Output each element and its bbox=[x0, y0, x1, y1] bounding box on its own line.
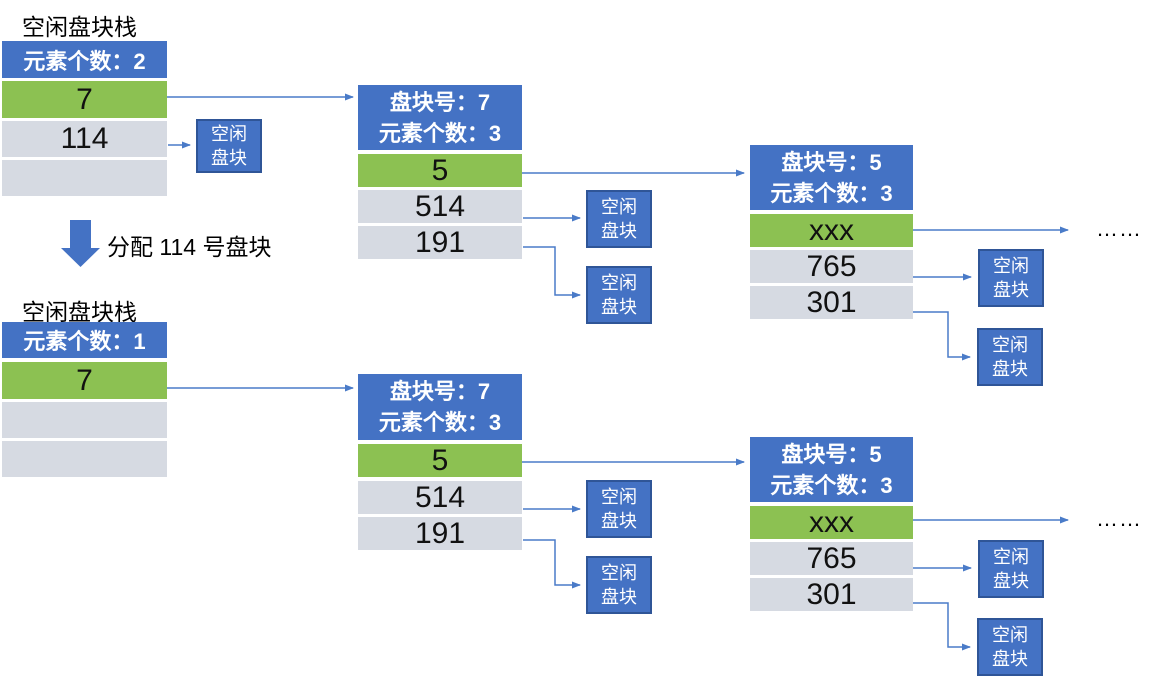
block5-row-bottom-2: 301 bbox=[750, 578, 913, 611]
stack-count-header-top: 元素个数：2 bbox=[2, 41, 167, 78]
free-block-label: 空闲盘块 bbox=[211, 124, 247, 168]
free-block-box-bottom-4: 空闲盘块 bbox=[977, 618, 1043, 676]
free-block-box-top-1: 空闲盘块 bbox=[586, 190, 652, 248]
stack-row-bottom-2 bbox=[2, 441, 167, 477]
block7-row-bottom-2: 191 bbox=[358, 517, 522, 550]
block5-header-bottom: 盘块号：5 元素个数：3 bbox=[750, 437, 913, 502]
ellipsis-bottom: …… bbox=[1096, 506, 1142, 531]
block5-header-line1: 盘块号：5 bbox=[781, 149, 882, 175]
free-block-label: 空闲盘块 bbox=[601, 273, 637, 317]
block5-row-top-2: 301 bbox=[750, 286, 913, 319]
stack-row-bottom-1 bbox=[2, 402, 167, 438]
block7-row-bottom-0: 5 bbox=[358, 444, 522, 477]
free-block-label: 空闲盘块 bbox=[601, 487, 637, 531]
free-block-box-top-3: 空闲盘块 bbox=[978, 249, 1044, 307]
stack-count-header-bottom: 元素个数：1 bbox=[2, 322, 167, 358]
free-block-label: 空闲盘块 bbox=[993, 256, 1029, 300]
stack-row-bottom-0: 7 bbox=[2, 362, 167, 399]
free-block-label: 空闲盘块 bbox=[601, 563, 637, 607]
arrow-191-to-freeblock-top bbox=[523, 246, 581, 299]
free-block-box-stack-top: 空闲盘块 bbox=[196, 119, 262, 173]
block7-header-line2: 元素个数：3 bbox=[378, 120, 502, 146]
stack-row-top-0: 7 bbox=[2, 81, 167, 118]
free-block-label: 空闲盘块 bbox=[601, 197, 637, 241]
free-block-box-bottom-1: 空闲盘块 bbox=[586, 480, 652, 538]
block5-row-bottom-1: 765 bbox=[750, 542, 913, 575]
block5-row-bottom-0: xxx bbox=[750, 506, 913, 539]
free-block-box-top-2: 空闲盘块 bbox=[586, 266, 652, 324]
allocate-label: 分配 114 号盘块 bbox=[107, 234, 272, 260]
stack-row-top-1: 114 bbox=[2, 121, 167, 157]
block5-row-top-1: 765 bbox=[750, 250, 913, 283]
block7-row-top-2: 191 bbox=[358, 226, 522, 259]
allocate-down-arrow-icon bbox=[61, 220, 100, 267]
arrow-301-to-freeblock-bottom bbox=[913, 602, 971, 651]
stack-row-top-2 bbox=[2, 160, 167, 196]
free-block-label: 空闲盘块 bbox=[992, 335, 1028, 379]
free-block-box-bottom-2: 空闲盘块 bbox=[586, 556, 652, 614]
arrow-191-to-freeblock-bottom bbox=[523, 539, 581, 589]
free-stack-title-top: 空闲盘块栈 bbox=[22, 14, 137, 40]
ellipsis-top: …… bbox=[1096, 216, 1142, 241]
block7-header-bottom: 盘块号：7 元素个数：3 bbox=[358, 374, 522, 440]
block5-header-top: 盘块号：5 元素个数：3 bbox=[750, 145, 913, 210]
block5-row-top-0: xxx bbox=[750, 214, 913, 247]
block7-header-line2: 元素个数：3 bbox=[378, 410, 502, 435]
free-block-box-top-4: 空闲盘块 bbox=[977, 328, 1043, 386]
block7-header-line1: 盘块号：7 bbox=[389, 89, 491, 115]
free-stack-title-bottom: 空闲盘块栈 bbox=[22, 299, 137, 325]
block7-header-line1: 盘块号：7 bbox=[389, 379, 491, 404]
block7-row-bottom-1: 514 bbox=[358, 481, 522, 514]
block7-row-top-1: 514 bbox=[358, 190, 522, 223]
block5-header-line2: 元素个数：3 bbox=[770, 180, 893, 206]
block5-header-line2: 元素个数：3 bbox=[770, 472, 893, 498]
block5-header-line1: 盘块号：5 bbox=[781, 441, 882, 467]
free-block-label: 空闲盘块 bbox=[992, 625, 1028, 669]
block7-row-top-0: 5 bbox=[358, 154, 522, 187]
block7-header-top: 盘块号：7 元素个数：3 bbox=[358, 85, 522, 150]
arrow-301-to-freeblock-top bbox=[913, 311, 971, 361]
free-block-box-bottom-3: 空闲盘块 bbox=[978, 540, 1044, 598]
free-block-label: 空闲盘块 bbox=[993, 547, 1029, 591]
